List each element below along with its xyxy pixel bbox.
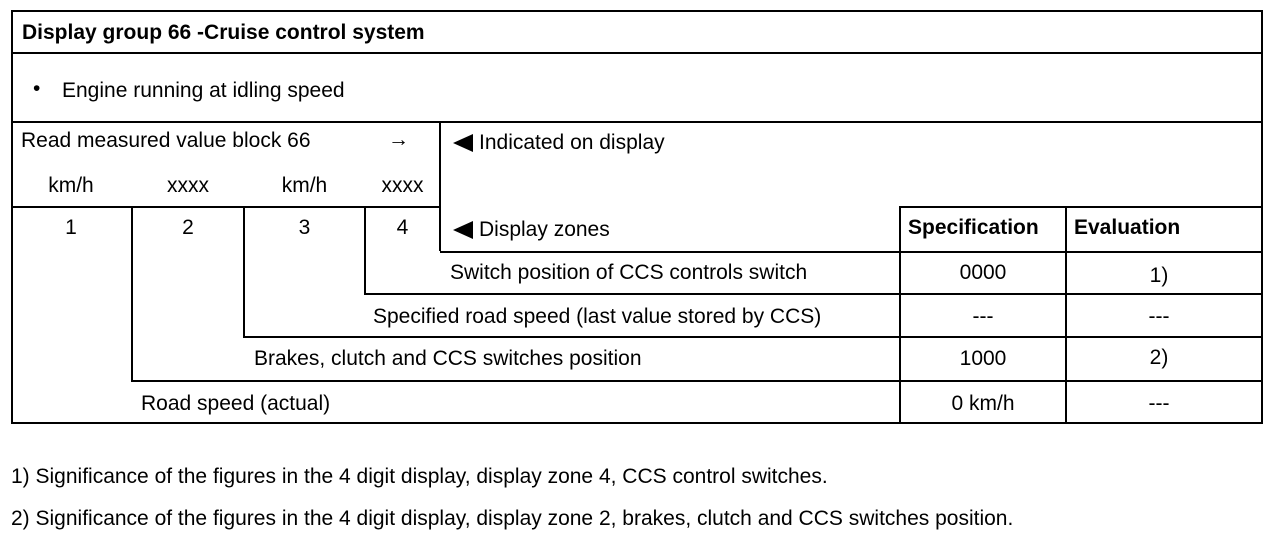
measured-value-table — [11, 10, 1263, 424]
row-eval-zone-3: --- — [1148, 305, 1170, 328]
divider-block-indicated — [439, 121, 441, 251]
row-eval-zone-4: 1) — [1149, 264, 1169, 287]
divider-spec-left — [899, 206, 901, 424]
unit-zone-2: xxxx — [167, 174, 209, 197]
row-label-zone-3: Specified road speed (last value stored … — [373, 305, 822, 328]
pointer-left-icon — [453, 221, 473, 239]
row-eval-zone-2: 2) — [1149, 346, 1169, 369]
divider-spec-eval — [1065, 206, 1067, 424]
zone-number-3: 3 — [298, 216, 311, 239]
table-title: Display group 66 -Cruise control system — [22, 21, 425, 44]
rule-row-3 — [244, 336, 1263, 338]
divider-zone-1-2 — [131, 206, 133, 382]
rule-below-title — [11, 52, 1263, 54]
divider-zone-3-4 — [364, 206, 366, 295]
indicated-on-display-label: Indicated on display — [453, 131, 665, 155]
display-zones-label: Display zones — [453, 218, 610, 242]
row-eval-zone-1: --- — [1148, 392, 1170, 415]
unit-zone-4: xxxx — [381, 174, 424, 197]
row-spec-zone-3: --- — [972, 305, 994, 328]
zone-number-4: 4 — [396, 216, 409, 239]
row-spec-zone-1: 0 km/h — [951, 392, 1015, 415]
condition-text: Engine running at idling speed — [62, 79, 345, 102]
rule-row-2 — [365, 293, 1263, 295]
footnote-1: 1) Significance of the figures in the 4 … — [11, 465, 828, 488]
zone-number-1: 1 — [65, 216, 77, 239]
read-block-label: Read measured value block 66 — [21, 129, 311, 152]
row-spec-zone-2: 1000 — [959, 347, 1007, 370]
row-label-zone-1: Road speed (actual) — [141, 392, 331, 415]
read-block-arrow: → — [388, 128, 409, 151]
rule-zone-header-right — [900, 206, 1263, 208]
unit-zone-3: km/h — [281, 174, 328, 197]
unit-zone-1: km/h — [48, 174, 94, 197]
row-label-zone-2: Brakes, clutch and CCS switches position — [254, 347, 642, 370]
rule-row-1 — [440, 251, 1263, 253]
evaluation-header: Evaluation — [1074, 216, 1181, 239]
zone-number-2: 2 — [182, 216, 194, 239]
row-spec-zone-4: 0000 — [959, 261, 1007, 284]
rule-zone-header-left — [11, 206, 440, 208]
specification-header: Specification — [908, 216, 1039, 239]
row-label-zone-4: Switch position of CCS controls switch — [450, 261, 808, 284]
display-zones-text: Display zones — [479, 218, 610, 241]
pointer-left-icon — [453, 134, 473, 152]
divider-zone-2-3 — [243, 206, 245, 338]
indicated-on-display-text: Indicated on display — [479, 131, 665, 154]
rule-row-4 — [132, 380, 1263, 382]
condition-bullet: • — [33, 77, 41, 100]
footnote-2: 2) Significance of the figures in the 4 … — [11, 507, 1014, 530]
rule-below-condition — [11, 121, 1263, 123]
